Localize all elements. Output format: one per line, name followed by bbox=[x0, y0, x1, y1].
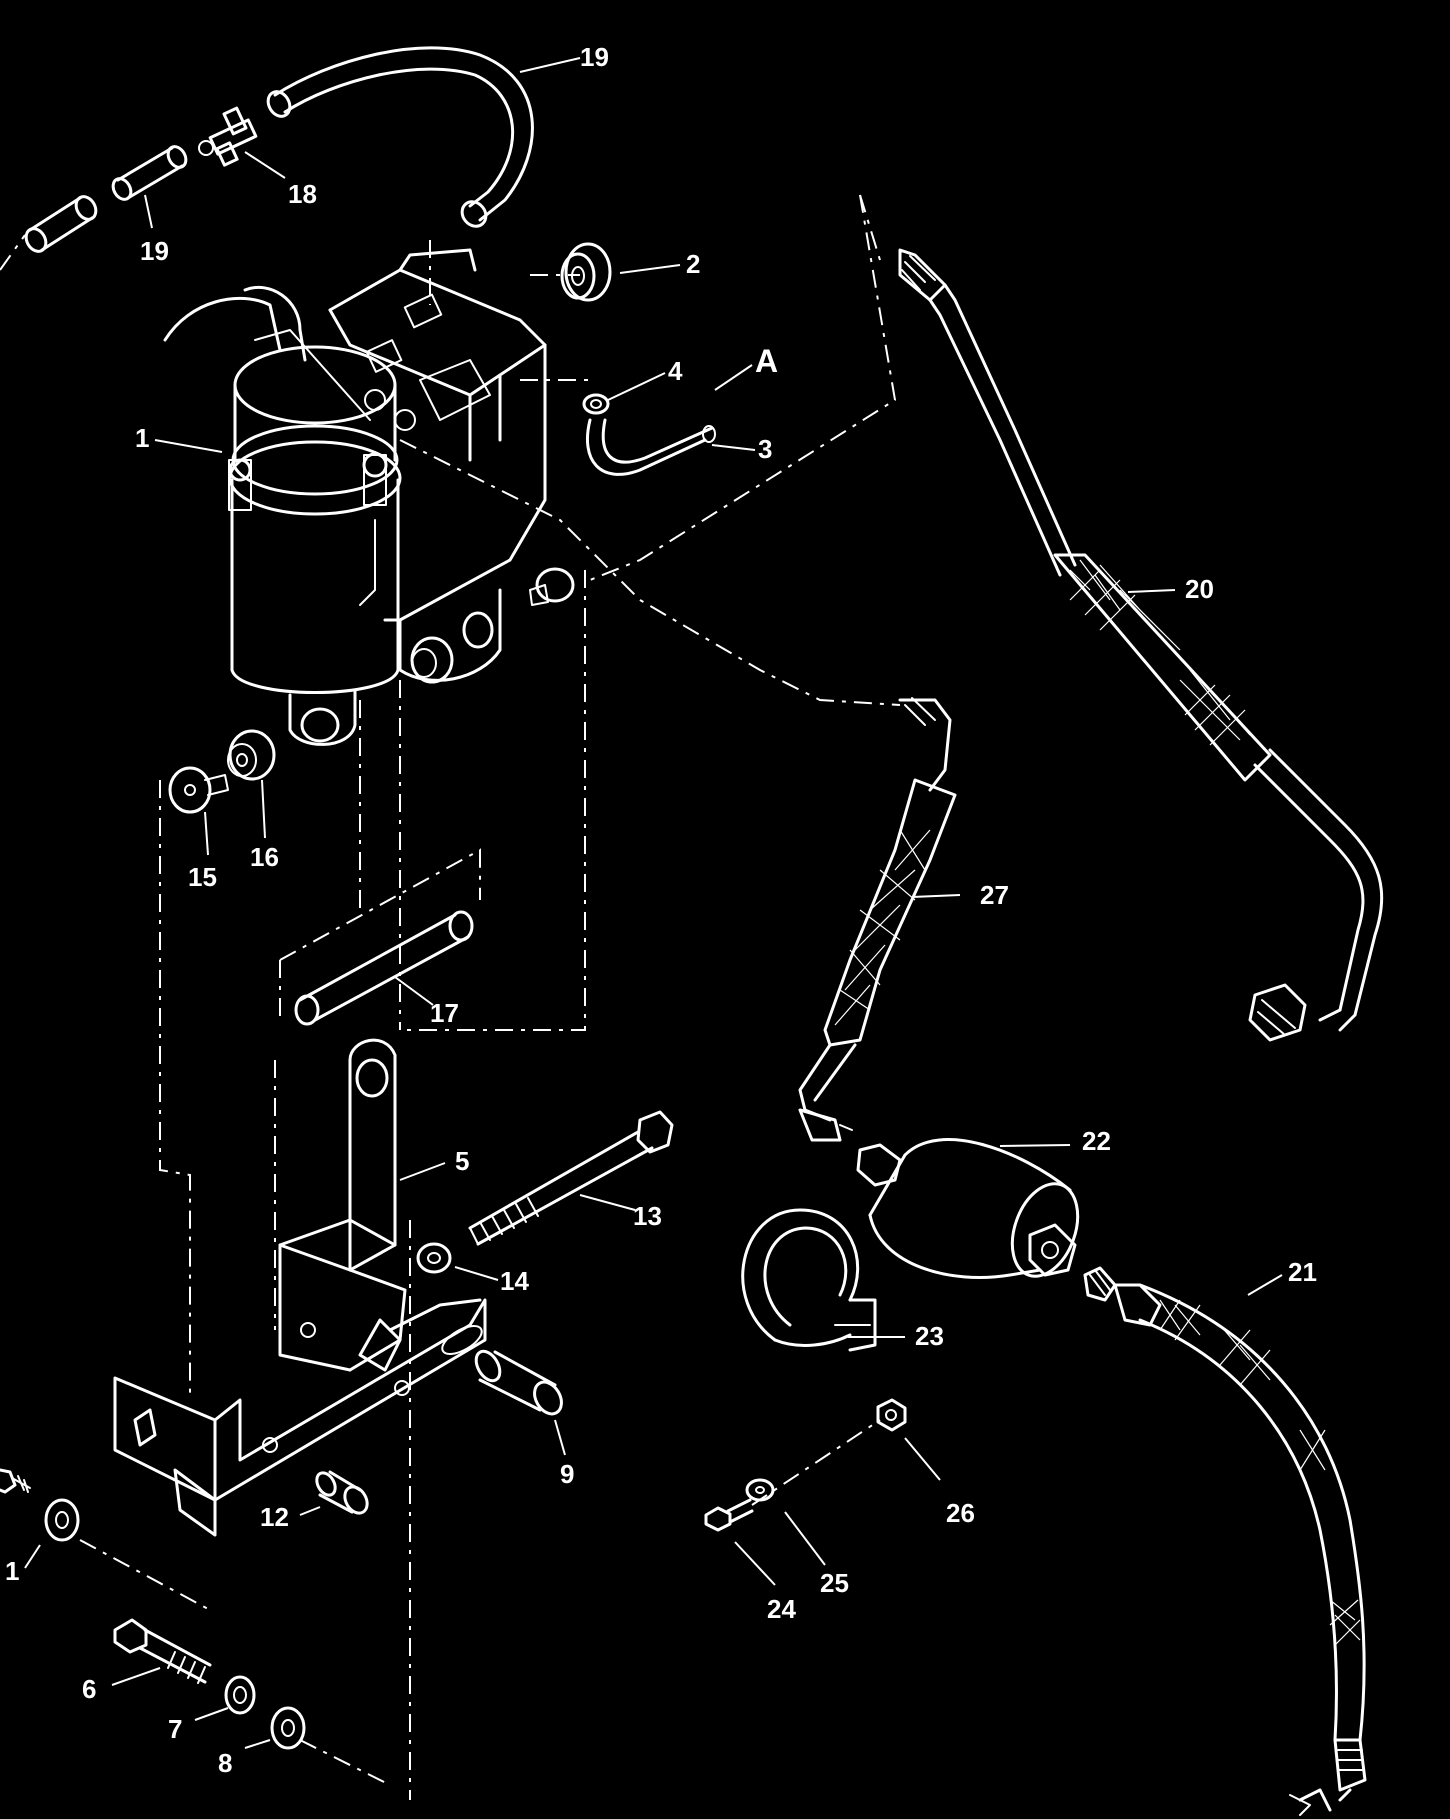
callout-7: 7 bbox=[168, 1714, 182, 1744]
callout-A: A bbox=[755, 343, 778, 379]
callout-12: 12 bbox=[260, 1502, 289, 1532]
callout-16: 16 bbox=[250, 842, 279, 872]
strap-23 bbox=[741, 1208, 877, 1352]
bolt-6 bbox=[113, 1618, 212, 1684]
callout-labels: 19 18 19 2 4 A 3 1 20 27 22 21 23 26 25 … bbox=[5, 42, 1317, 1778]
callout-4: 4 bbox=[668, 356, 683, 386]
assembly-dashed-lines bbox=[0, 194, 901, 1800]
screw-lower-left bbox=[0, 1468, 31, 1494]
spacer-12 bbox=[315, 1470, 369, 1515]
washer-8 bbox=[270, 1706, 306, 1750]
washer-25 bbox=[745, 1478, 775, 1502]
grommet-16 bbox=[227, 729, 276, 781]
callout-19-left: 19 bbox=[140, 236, 169, 266]
callout-18: 18 bbox=[288, 179, 317, 209]
hose-3 bbox=[585, 418, 716, 476]
callout-20: 20 bbox=[1185, 574, 1214, 604]
callout-27: 27 bbox=[980, 880, 1009, 910]
callout-26: 26 bbox=[946, 1498, 975, 1528]
callout-25: 25 bbox=[820, 1568, 849, 1598]
fuel-module bbox=[163, 248, 547, 746]
callout-9: 9 bbox=[560, 1459, 574, 1489]
screw-15 bbox=[168, 766, 229, 814]
callout-21: 21 bbox=[1288, 1257, 1317, 1287]
vent-hose-short bbox=[24, 145, 188, 253]
tee-fitting bbox=[198, 106, 258, 167]
callout-24: 24 bbox=[767, 1594, 796, 1624]
grommet-2 bbox=[560, 242, 612, 302]
vent-hose-upper bbox=[266, 46, 534, 228]
clamp-4 bbox=[582, 393, 610, 415]
callout-17: 17 bbox=[430, 998, 459, 1028]
spacer-17 bbox=[279, 848, 481, 1026]
bolt-13 bbox=[468, 1110, 674, 1246]
callout-13: 13 bbox=[633, 1201, 662, 1231]
bracket-5 bbox=[278, 1038, 407, 1372]
washer-14 bbox=[416, 1242, 452, 1274]
fuel-line-20 bbox=[898, 248, 1384, 1042]
fuel-hose-27 bbox=[798, 697, 957, 1142]
callout-22: 22 bbox=[1082, 1126, 1111, 1156]
lockwasher-7 bbox=[224, 1675, 256, 1715]
grommet-right bbox=[410, 567, 575, 684]
base-bracket bbox=[113, 1298, 487, 1537]
spacer-9 bbox=[474, 1349, 563, 1416]
callout-6: 6 bbox=[82, 1674, 96, 1704]
callout-14: 14 bbox=[500, 1266, 529, 1296]
callout-2: 2 bbox=[686, 249, 700, 279]
callout-5: 5 bbox=[455, 1146, 469, 1176]
callout-23: 23 bbox=[915, 1321, 944, 1351]
callout-8: 8 bbox=[218, 1748, 232, 1778]
callout-1: 1 bbox=[135, 423, 149, 453]
callout-1-lower: 1 bbox=[5, 1556, 19, 1586]
callout-19-top: 19 bbox=[580, 42, 609, 72]
fuel-filter-22 bbox=[856, 1138, 1080, 1279]
nut-26 bbox=[876, 1398, 907, 1432]
leader-lines bbox=[24, 57, 1283, 1749]
washer-lower-left bbox=[44, 1498, 80, 1542]
callout-15: 15 bbox=[188, 862, 217, 892]
fuel-hose-21 bbox=[1083, 1266, 1367, 1816]
callout-3: 3 bbox=[758, 434, 772, 464]
bolt-24 bbox=[704, 1419, 881, 1532]
